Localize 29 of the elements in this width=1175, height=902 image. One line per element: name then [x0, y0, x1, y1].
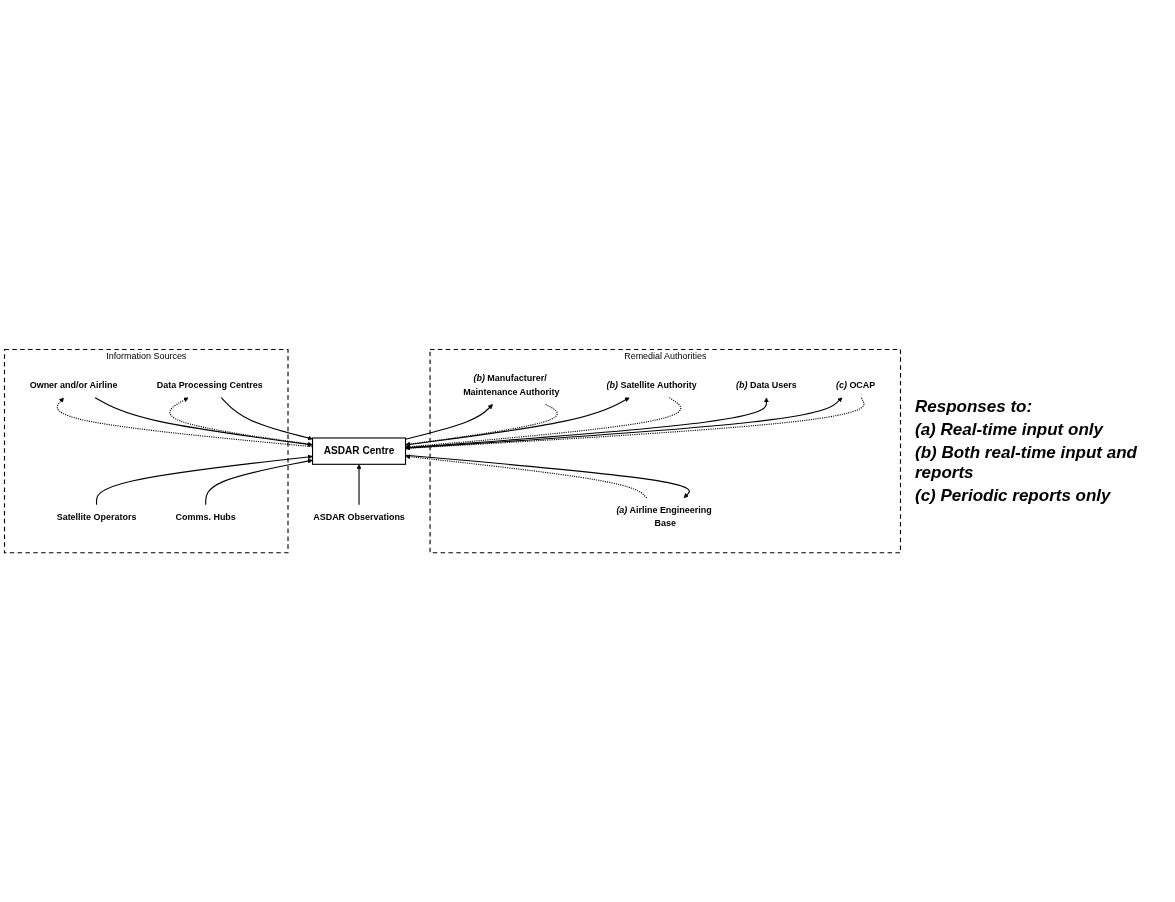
arrow: [205, 458, 313, 506]
arrow: [356, 463, 362, 506]
legend-note: (a) Real-time input only: [915, 419, 1105, 440]
node-label: (b): [735, 380, 748, 390]
node-text: Satellite Authority: [620, 380, 697, 390]
arrow: [95, 454, 313, 506]
node-label: (a): [616, 505, 628, 515]
arrow: [169, 397, 314, 445]
node-text: OCAP: [849, 380, 876, 390]
node-text: ASDAR Observations: [313, 511, 405, 522]
node-label: (b): [473, 373, 485, 383]
node-label: (b): [606, 380, 618, 390]
node-text: Comms. Hubs: [175, 511, 236, 522]
node-box: ASDAR Centre: [311, 437, 407, 465]
legend-note: (b) Both real-time input and reports: [915, 442, 1138, 483]
node-text: Satellite Operators: [56, 511, 137, 522]
node-text: Data Users: [749, 380, 797, 390]
node-text: Airline Engineering Base: [629, 505, 712, 529]
node-text: Owner and/or Airline: [29, 380, 118, 390]
arrow: [56, 397, 314, 448]
arrow: [220, 396, 313, 441]
legend-note: (c) Periodic reports only: [915, 485, 1112, 506]
node-text: Data Processing Centres: [156, 380, 263, 390]
arrow: [405, 403, 558, 447]
node-label: (c): [835, 380, 847, 390]
legend-heading: Responses to:: [915, 396, 1034, 417]
arrow: [94, 396, 313, 447]
arrow: [405, 454, 648, 499]
arrow: [405, 396, 682, 449]
